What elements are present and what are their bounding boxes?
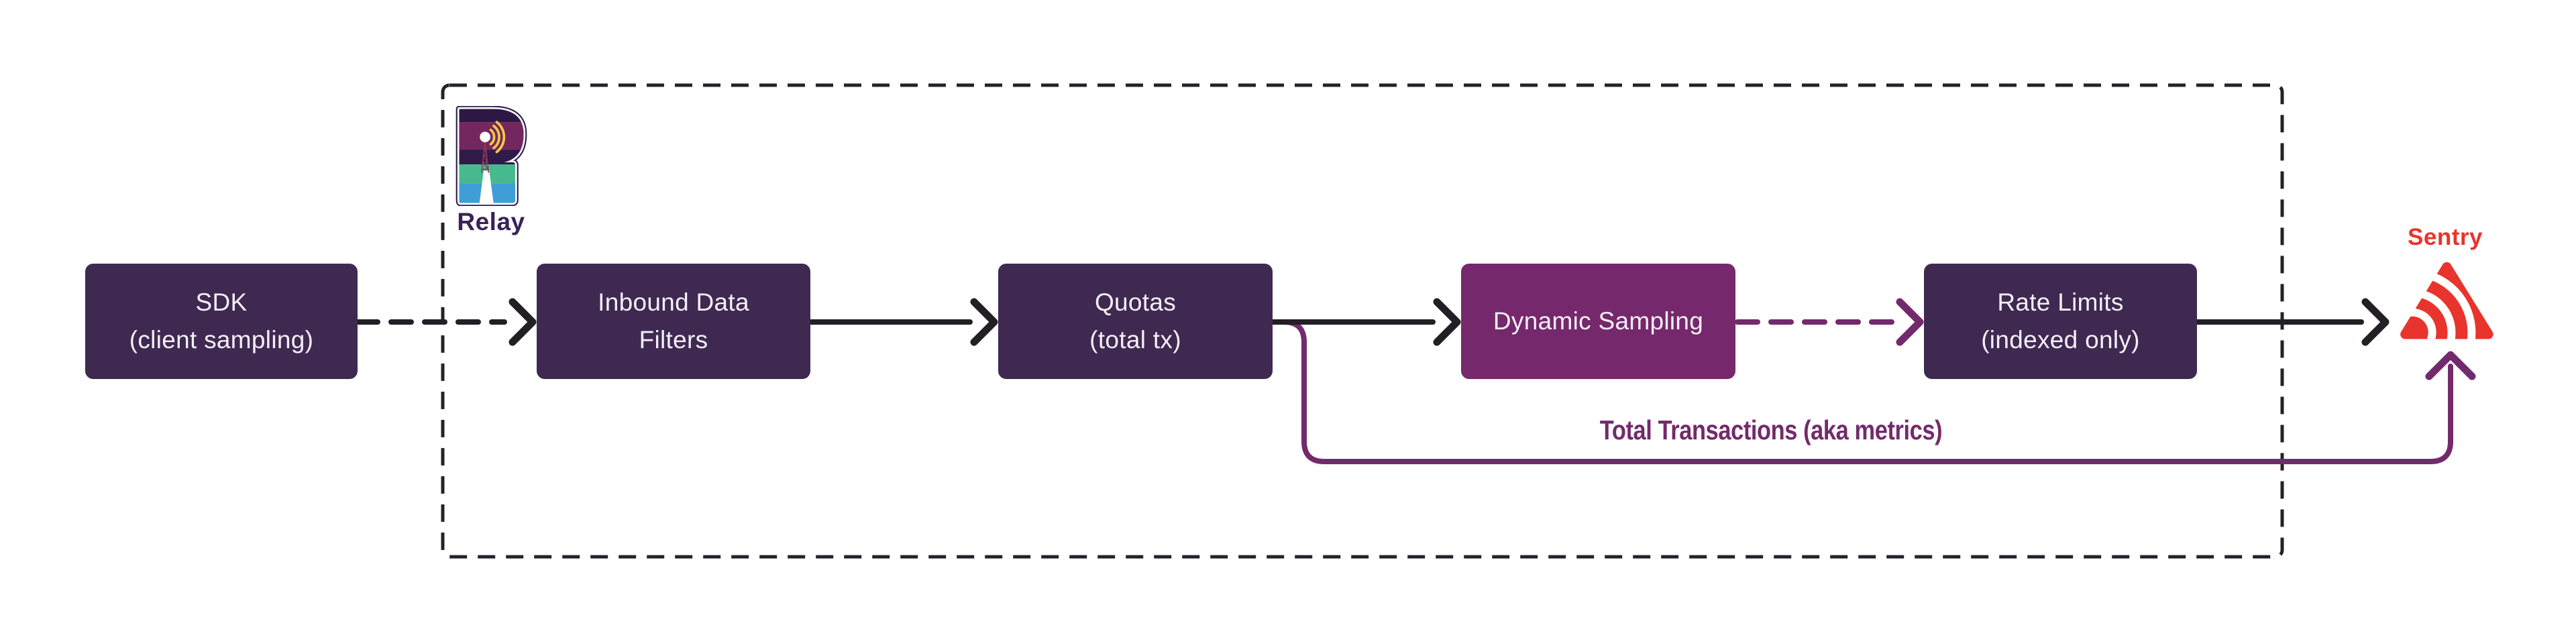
node-sublabel: (total tx) <box>1089 326 1181 354</box>
arrowhead-right-icon <box>1433 298 1461 346</box>
node-label: Quotas <box>1094 288 1177 316</box>
arrowhead-right-icon <box>2361 298 2390 346</box>
node-dynamic-sampling: Dynamic Sampling <box>1461 264 1735 379</box>
relay-brand: Relay <box>453 106 529 236</box>
arrowhead-right-icon <box>970 298 998 346</box>
node-label: Inbound Data <box>598 288 749 316</box>
total-transactions-connector <box>1270 319 2476 464</box>
node-sublabel: Filters <box>639 326 708 354</box>
node-sublabel: (client sampling) <box>129 326 314 354</box>
node-sublabel: (indexed only) <box>1981 326 2140 354</box>
node-label: Rate Limits <box>1997 288 2124 316</box>
node-label: SDK <box>195 288 248 316</box>
arrowhead-up-icon <box>2425 351 2476 380</box>
node-label: Dynamic Sampling <box>1493 307 1704 335</box>
node-sdk: SDK (client sampling) <box>85 264 358 379</box>
sentry-brand: Sentry <box>2385 224 2506 345</box>
arrowhead-right-icon <box>508 298 537 346</box>
node-quotas: Quotas (total tx) <box>998 264 1273 379</box>
sentry-logo-cuts <box>2404 270 2476 343</box>
relay-wordmark: Relay <box>457 208 525 235</box>
node-rate-limits: Rate Limits (indexed only) <box>1924 264 2197 379</box>
total-transactions-label: Total Transactions (aka metrics) <box>1599 415 1943 445</box>
signal-arcs-icon <box>489 121 506 154</box>
arrow-rate-limits-to-sentry <box>2194 298 2390 346</box>
arrowhead-right-icon <box>1896 298 1924 346</box>
arrow-quotas-to-dynamic-sampling <box>1270 298 1461 346</box>
arrow-dynamic-sampling-to-rate-limits <box>1735 298 1924 346</box>
arrow-inbound-to-quotas <box>808 298 998 346</box>
relay-logo-icon <box>455 106 527 206</box>
road-shape <box>479 170 494 203</box>
sentry-logo-icon <box>2400 262 2493 343</box>
node-inbound-data-filters: Inbound Data Filters <box>537 264 810 379</box>
relay-logo-scene <box>459 109 524 203</box>
sentry-wordmark: Sentry <box>2408 224 2483 250</box>
beacon-dot <box>480 131 490 143</box>
radio-tower-icon <box>481 141 490 173</box>
arrow-sdk-to-inbound <box>355 298 537 346</box>
